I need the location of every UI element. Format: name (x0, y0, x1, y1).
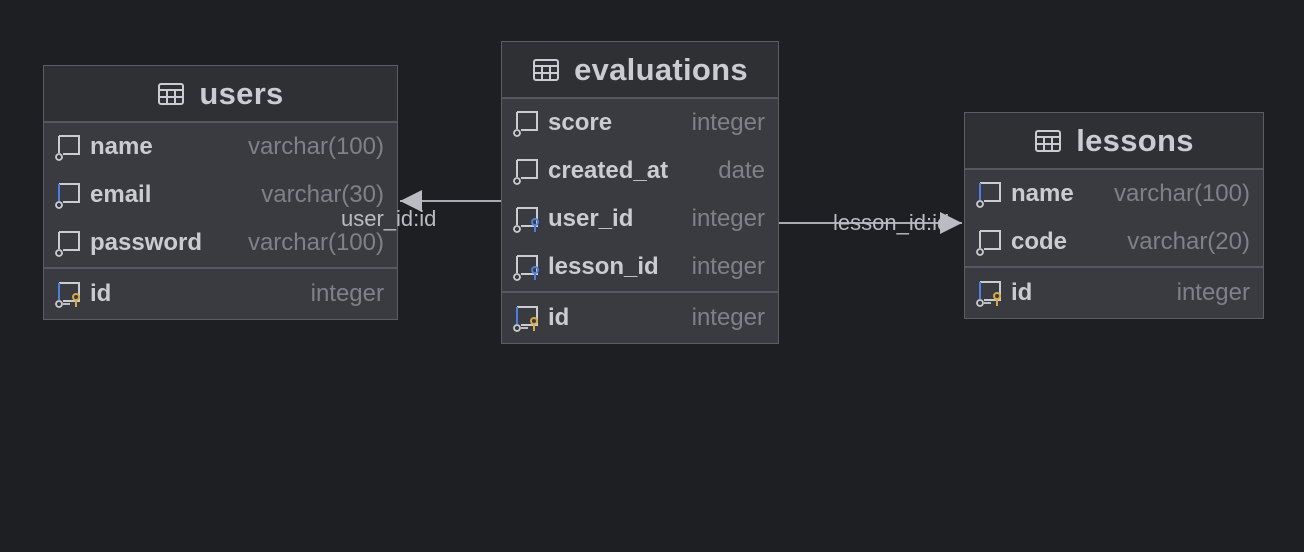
primary-key-icon (512, 304, 540, 332)
column-name: password (90, 229, 203, 256)
column-name: name (1011, 180, 1074, 207)
primary-key-icon (54, 280, 82, 308)
column-name: id (548, 304, 570, 331)
column-row-created-at[interactable]: created_at date (502, 147, 778, 195)
table-title: lessons (1076, 122, 1194, 158)
foreign-key-icon (512, 253, 540, 281)
column-name: lesson_id (548, 253, 659, 280)
column-row-email[interactable]: email varchar(30) (44, 171, 397, 219)
column-row-user-id[interactable]: user_id integer (502, 195, 778, 243)
relation-label: user_id:id (341, 206, 437, 231)
table-users[interactable]: users name varchar(100) email varchar(30) pas… (43, 65, 398, 320)
column-row-score[interactable]: score integer (502, 99, 778, 147)
column-name: score (548, 109, 613, 136)
column-type: varchar(100) (247, 133, 384, 160)
table-icon (1034, 128, 1062, 154)
column-icon (975, 228, 1003, 256)
column-row-code[interactable]: code varchar(20) (965, 218, 1263, 266)
column-icon (512, 109, 540, 137)
column-row-id[interactable]: id integer (965, 268, 1263, 318)
indexed-column-icon (975, 180, 1003, 208)
column-row-lesson-id[interactable]: lesson_id integer (502, 243, 778, 291)
column-name: user_id (548, 205, 634, 232)
column-name: code (1011, 228, 1068, 255)
column-type: integer (691, 109, 765, 136)
table-icon (157, 81, 185, 107)
table-header[interactable]: evaluations (502, 42, 778, 99)
column-type: varchar(100) (247, 229, 384, 256)
column-type: varchar(20) (1127, 228, 1250, 255)
primary-key-divider (44, 267, 397, 269)
column-icon (512, 157, 540, 185)
column-type: varchar(100) (1113, 180, 1250, 207)
column-name: email (90, 181, 152, 208)
column-type: integer (691, 253, 765, 280)
column-name: created_at (548, 157, 669, 184)
column-icon (54, 229, 82, 257)
column-icon (54, 133, 82, 161)
column-type: integer (1176, 279, 1250, 306)
column-type: date (718, 157, 765, 184)
column-row-name[interactable]: name varchar(100) (965, 170, 1263, 218)
column-name: name (90, 133, 153, 160)
column-row-password[interactable]: password varchar(100) (44, 219, 397, 267)
indexed-column-icon (54, 181, 82, 209)
table-header[interactable]: lessons (965, 113, 1263, 170)
column-type: integer (310, 280, 384, 307)
column-type: integer (691, 205, 765, 232)
column-row-id[interactable]: id integer (502, 293, 778, 343)
table-header[interactable]: users (44, 66, 397, 123)
column-row-id[interactable]: id integer (44, 269, 397, 319)
column-name: id (1011, 279, 1033, 306)
primary-key-divider (965, 266, 1263, 268)
primary-key-icon (975, 279, 1003, 307)
foreign-key-icon (512, 205, 540, 233)
table-title: users (199, 75, 284, 111)
table-evaluations[interactable]: evaluations score integer created_at date use… (501, 41, 779, 344)
column-type: varchar(30) (261, 181, 384, 208)
relation-label: lesson_id:id (833, 210, 950, 235)
table-icon (532, 57, 560, 83)
table-title: evaluations (574, 51, 748, 87)
column-name: id (90, 280, 112, 307)
column-type: integer (691, 304, 765, 331)
primary-key-divider (502, 291, 778, 293)
column-row-name[interactable]: name varchar(100) (44, 123, 397, 171)
